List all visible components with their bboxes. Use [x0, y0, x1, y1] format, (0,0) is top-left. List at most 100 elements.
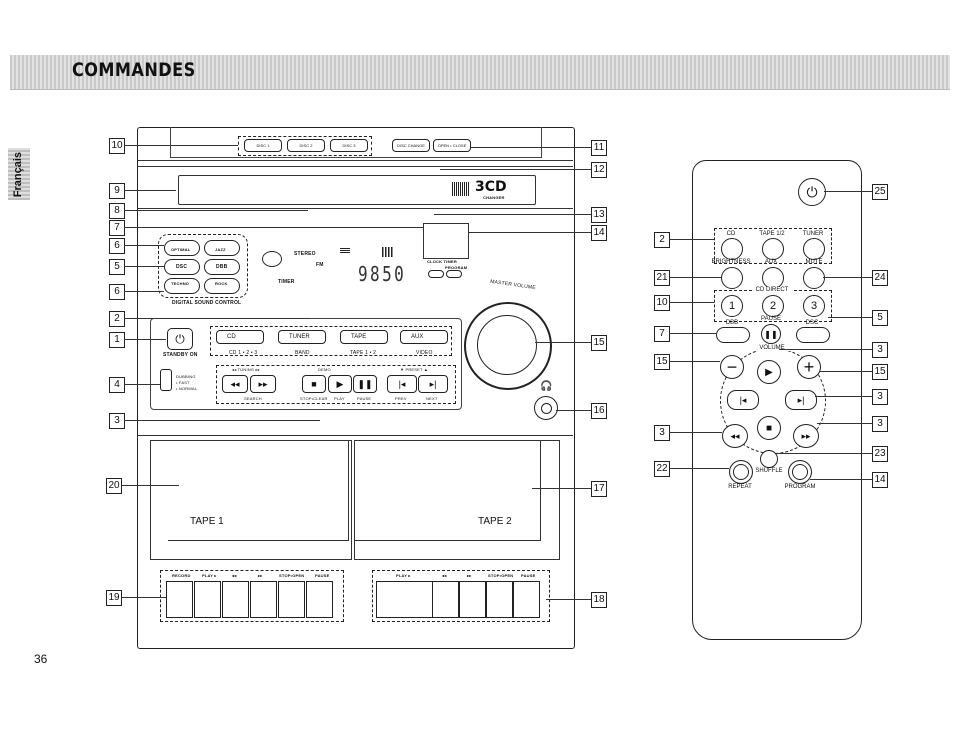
dubbing-fast-label: • FAST [176, 380, 190, 385]
deck1-play-label: PLAY ▸ [202, 573, 217, 578]
callout-13: 13 [591, 207, 607, 223]
remote-brightness-button[interactable] [721, 267, 743, 289]
disc-1-button[interactable]: DISC 1 [244, 139, 282, 152]
callout-2: 2 [109, 311, 125, 327]
remote-lead-23 [776, 453, 872, 454]
remote-forward-button[interactable]: ▸▸ [793, 424, 819, 448]
callout-20: 20 [106, 478, 122, 494]
deck1-pause-key[interactable] [306, 581, 333, 618]
callout-5: 5 [109, 259, 125, 275]
remote-repeat-button[interactable] [729, 460, 753, 484]
prev-label: PREV [395, 396, 407, 401]
unit-top-line [137, 160, 573, 161]
tuning-label: ◂◂ TUNING ▸▸ [232, 367, 260, 372]
deck2-play-key[interactable] [432, 581, 459, 618]
remote-volume-down-button[interactable]: − [720, 355, 744, 379]
remote-repeat-label: REPEAT [728, 484, 752, 490]
header-banner [10, 55, 950, 90]
disc-3-button[interactable]: DISC 3 [330, 139, 368, 152]
remote-lead-15 [669, 361, 720, 362]
master-volume-knob[interactable] [464, 302, 552, 390]
remote-cd-direct-label: CD DIRECT [752, 287, 792, 293]
deck2-blank-key [376, 581, 433, 618]
dbb-button[interactable]: DBB [204, 259, 240, 275]
tuner-button[interactable]: TUNER [278, 330, 326, 344]
remote-prev-button[interactable]: |◂ [727, 390, 759, 410]
deck1-play-key[interactable] [194, 581, 221, 618]
remote-program-button[interactable] [788, 460, 812, 484]
disc-2-button[interactable]: DISC 2 [287, 139, 325, 152]
remote-dbb-button[interactable] [716, 327, 750, 343]
rock-button[interactable]: ROCK [204, 278, 240, 294]
remote-next-button[interactable]: ▸| [785, 390, 817, 410]
remote-tuner-button[interactable] [803, 238, 825, 260]
remote-callout-3: 3 [654, 425, 670, 441]
cd-button[interactable]: CD [216, 330, 264, 344]
changer-label: CHANGER [483, 195, 505, 200]
deck2-rew-key[interactable] [459, 581, 486, 618]
dubbing-switch[interactable] [160, 369, 172, 391]
deck2-ff-key[interactable] [486, 581, 513, 618]
pause-button[interactable]: ❚❚ [353, 375, 377, 393]
open-close-button[interactable]: OPEN • CLOSE [433, 139, 471, 152]
standby-remote-button[interactable]: ⏻ [798, 178, 826, 206]
deck1-ff-key[interactable] [250, 581, 277, 618]
remote-shuffle-button[interactable] [760, 450, 778, 468]
preset-label: ▼ PRESET ▲ [400, 367, 429, 372]
remote-digit-2[interactable]: 2 [762, 295, 784, 317]
headphones-jack-inner [541, 403, 552, 414]
remote-pause-button[interactable]: ❚❚ [761, 324, 781, 344]
lead-4 [124, 384, 160, 385]
lead-9 [124, 190, 176, 191]
headphones-jack[interactable] [534, 396, 558, 420]
callout-17: 17 [591, 481, 607, 497]
play-button[interactable]: ▶ [328, 375, 352, 393]
remote-control [692, 160, 862, 640]
program-button[interactable] [446, 270, 462, 278]
remote-digit-1[interactable]: 1 [721, 295, 743, 317]
dsc-button[interactable]: DSC [164, 259, 200, 275]
remote-volume-up-button[interactable]: + [797, 355, 821, 379]
deck1-rew-key[interactable] [222, 581, 249, 618]
remote-rewind-button[interactable]: ◂◂ [722, 424, 748, 448]
remote-callout-14: 14 [872, 472, 888, 488]
search-fwd-button[interactable]: ▸▸ [250, 375, 276, 393]
standby-on-button[interactable]: ⏻ [167, 328, 193, 350]
remote-shuffle-label: SHUFFLE [755, 468, 783, 474]
remote-callout-10: 10 [654, 295, 670, 311]
lead-6b [124, 291, 164, 292]
callout-3: 3 [109, 413, 125, 429]
jazz-button[interactable]: JAZZ [204, 240, 240, 256]
deck2-stop-key[interactable] [513, 581, 540, 618]
remote-dsc-button[interactable] [796, 327, 830, 343]
remote-stop-button[interactable]: ■ [757, 416, 781, 440]
remote-digit-3[interactable]: 3 [803, 295, 825, 317]
remote-lead-5 [828, 317, 872, 318]
next-button[interactable]: ▸| [418, 375, 448, 393]
unit-top-bar [170, 127, 542, 158]
unit-line-3 [137, 208, 573, 209]
remote-tape-button[interactable] [762, 238, 784, 260]
deck1-record-key[interactable] [166, 581, 193, 618]
remote-dbb-label: DBB [725, 320, 739, 326]
disc-change-button[interactable]: DISC CHANGE [392, 139, 430, 152]
remote-lead-22 [669, 468, 729, 469]
remote-cd-button[interactable] [721, 238, 743, 260]
techno-button[interactable]: TECHNO [164, 278, 200, 294]
optimal-button[interactable]: OPTIMAL [164, 240, 200, 256]
remote-lead-24 [823, 277, 872, 278]
tape-button[interactable]: TAPE [340, 330, 388, 344]
deck1-stop-key[interactable] [278, 581, 305, 618]
stop-button[interactable]: ■ [302, 375, 326, 393]
remote-aux-button[interactable] [762, 267, 784, 289]
remote-play-button[interactable]: ▶ [757, 360, 781, 384]
remote-lead-3 [669, 432, 722, 433]
aux-button[interactable]: AUX [400, 330, 448, 344]
remote-callout-15: 15 [654, 354, 670, 370]
clock-timer-button[interactable] [428, 270, 444, 278]
remote-callout-3c: 3 [872, 416, 888, 432]
search-back-button[interactable]: ◂◂ [222, 375, 248, 393]
fm-label: FM [316, 262, 324, 268]
prev-button[interactable]: |◂ [387, 375, 417, 393]
remote-mute-button[interactable] [803, 267, 825, 289]
